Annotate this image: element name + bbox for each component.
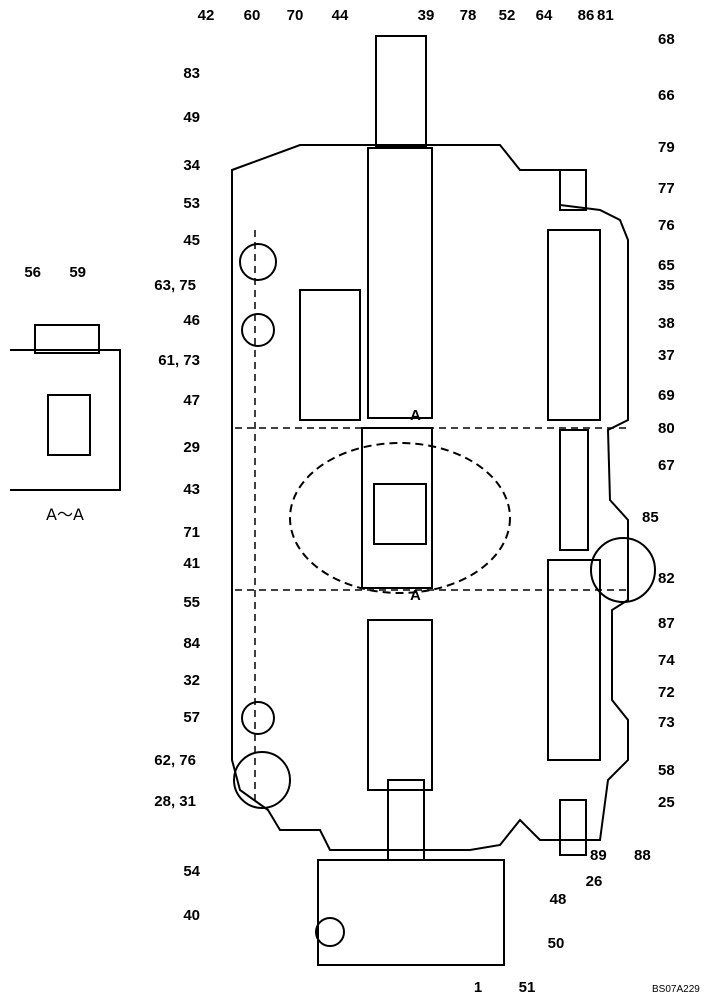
housing-outline xyxy=(231,144,629,851)
callout-73: 73 xyxy=(658,714,675,731)
callout-62-76: 62, 76 xyxy=(154,752,196,769)
callout-49: 49 xyxy=(183,109,200,126)
callout-44: 44 xyxy=(332,7,349,24)
drive-shaft xyxy=(375,35,427,147)
callout-79: 79 xyxy=(658,139,675,156)
callout-35: 35 xyxy=(658,277,675,294)
gear-pump-housing xyxy=(317,859,505,966)
callout-53: 53 xyxy=(183,195,200,212)
callout-32: 32 xyxy=(183,672,200,689)
callout-71: 71 xyxy=(183,524,200,541)
callout-84: 84 xyxy=(183,635,200,652)
callout-45: 45 xyxy=(183,232,200,249)
callout-25: 25 xyxy=(658,794,675,811)
callout-47: 47 xyxy=(183,392,200,409)
callout-54: 54 xyxy=(183,863,200,880)
callout-88: 88 xyxy=(634,847,651,864)
section-core xyxy=(47,394,91,456)
shaft-body xyxy=(367,147,433,419)
callout-83: 83 xyxy=(183,65,200,82)
callout-68: 68 xyxy=(658,31,675,48)
drawing-code: BS07A229 xyxy=(652,984,700,995)
callout-42: 42 xyxy=(198,7,215,24)
dashed-lines xyxy=(235,230,628,800)
callout-41: 41 xyxy=(183,555,200,572)
callout-52: 52 xyxy=(499,7,516,24)
coupling xyxy=(373,483,427,545)
callout-69: 69 xyxy=(658,387,675,404)
callout-78: 78 xyxy=(460,7,477,24)
callout-63-75: 63, 75 xyxy=(154,277,196,294)
callout-48: 48 xyxy=(550,891,567,908)
gear-pump-shaft xyxy=(387,779,425,861)
section-mark-bottom: A xyxy=(410,587,421,604)
regulator-cap-bottom xyxy=(559,799,587,856)
section-view xyxy=(10,349,121,491)
cylinder-block-lower xyxy=(367,619,433,791)
callout-34: 34 xyxy=(183,157,200,174)
section-mark-top: A xyxy=(410,407,421,424)
callout-26: 26 xyxy=(586,873,603,890)
callout-51: 51 xyxy=(519,979,536,996)
callout-58: 58 xyxy=(658,762,675,779)
callout-77: 77 xyxy=(658,180,675,197)
bolt-63-75 xyxy=(239,243,277,281)
callout-38: 38 xyxy=(658,315,675,332)
callout-70: 70 xyxy=(287,7,304,24)
regulator-spring-lower xyxy=(547,559,601,761)
callout-46: 46 xyxy=(183,312,200,329)
drawing xyxy=(10,35,656,966)
callout-85: 85 xyxy=(642,509,659,526)
callout-40: 40 xyxy=(183,907,200,924)
callout-76: 76 xyxy=(658,217,675,234)
callout-86: 86 xyxy=(578,7,595,24)
regulator-spring-upper xyxy=(547,229,601,421)
callout-72: 72 xyxy=(658,684,675,701)
callout-50: 50 xyxy=(548,935,565,952)
callout-43: 43 xyxy=(183,481,200,498)
callout-64: 64 xyxy=(536,7,553,24)
callout-60: 60 xyxy=(244,7,261,24)
cylinder-block-upper xyxy=(299,289,361,421)
callout-1: 1 xyxy=(474,979,482,996)
callout-39: 39 xyxy=(418,7,435,24)
regulator-rod xyxy=(559,429,589,551)
callout-80: 80 xyxy=(658,420,675,437)
callout-56: 56 xyxy=(24,264,41,281)
callout-74: 74 xyxy=(658,652,675,669)
callout-61-73: 61, 73 xyxy=(158,352,200,369)
callout-87: 87 xyxy=(658,615,675,632)
section-caption: A～A xyxy=(46,505,84,524)
part-85-circle xyxy=(590,537,656,603)
callout-89: 89 xyxy=(590,847,607,864)
callout-29: 29 xyxy=(183,439,200,456)
callout-65: 65 xyxy=(658,257,675,274)
callout-55: 55 xyxy=(183,594,200,611)
callout-66: 66 xyxy=(658,87,675,104)
callout-37: 37 xyxy=(658,347,675,364)
callout-81: 81 xyxy=(597,7,614,24)
bolt-62-76 xyxy=(241,701,275,735)
callout-82: 82 xyxy=(658,570,675,587)
callout-67: 67 xyxy=(658,457,675,474)
bolt-61-73 xyxy=(241,313,275,347)
center-block xyxy=(361,427,433,589)
bolt-28-31 xyxy=(233,751,291,809)
section-top xyxy=(34,324,100,354)
callout-28-31: 28, 31 xyxy=(154,793,196,810)
gear-pump-port xyxy=(315,917,345,947)
callout-57: 57 xyxy=(183,709,200,726)
regulator-cap-top xyxy=(559,169,587,211)
callout-59: 59 xyxy=(69,264,86,281)
center-ellipse xyxy=(289,442,511,594)
